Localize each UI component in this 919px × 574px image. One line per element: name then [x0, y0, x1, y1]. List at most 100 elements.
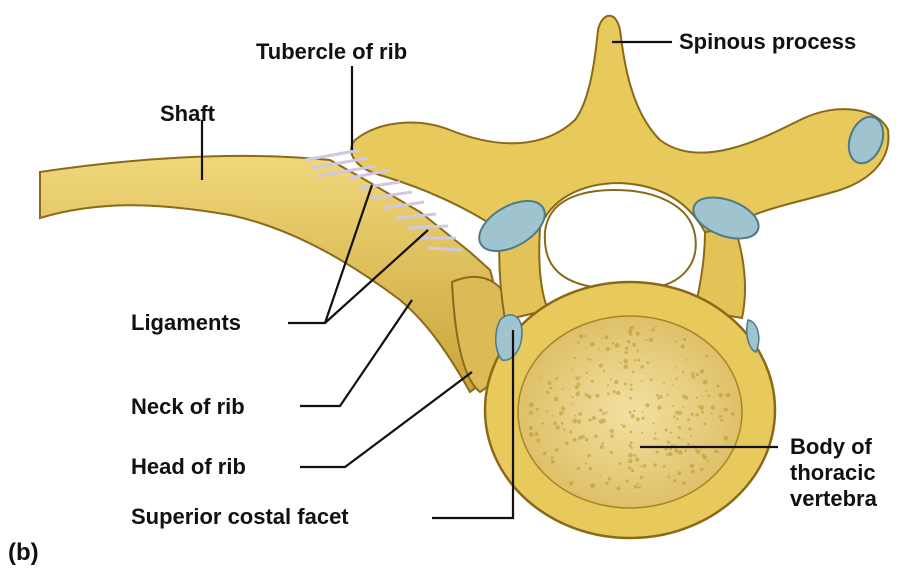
texture-speck	[642, 464, 646, 468]
texture-speck	[628, 330, 632, 334]
label-ligaments: Ligaments	[131, 311, 241, 335]
texture-speck	[731, 412, 735, 416]
texture-speck	[628, 459, 633, 464]
texture-speck	[555, 377, 558, 380]
texture-speck	[616, 391, 620, 395]
texture-speck	[725, 394, 727, 396]
label-tubercle-of-rib: Tubercle of rib	[256, 40, 407, 64]
label-body-line2: thoracic	[790, 460, 877, 486]
texture-speck	[585, 462, 587, 464]
texture-speck	[656, 451, 659, 454]
texture-speck	[641, 432, 643, 434]
texture-speck	[572, 419, 577, 424]
texture-speck	[610, 434, 614, 438]
texture-speck	[577, 341, 579, 343]
texture-speck	[677, 471, 681, 475]
texture-speck	[578, 436, 582, 440]
texture-speck	[546, 410, 548, 412]
texture-speck	[541, 422, 543, 424]
label-superior-costal-facet: Superior costal facet	[131, 505, 349, 529]
texture-speck	[707, 394, 710, 397]
texture-speck	[585, 347, 587, 349]
texture-speck	[553, 422, 557, 426]
texture-speck	[630, 441, 633, 444]
texture-speck	[529, 403, 534, 408]
label-neck-of-rib: Neck of rib	[131, 395, 245, 419]
texture-speck	[634, 359, 637, 362]
texture-speck	[585, 438, 589, 442]
texture-speck	[624, 382, 627, 385]
texture-speck	[641, 380, 643, 382]
texture-speck	[688, 428, 691, 431]
texture-speck	[696, 449, 701, 454]
texture-speck	[638, 486, 641, 489]
texture-speck	[602, 442, 605, 445]
texture-speck	[616, 486, 620, 490]
texture-speck	[682, 371, 684, 373]
texture-speck	[536, 408, 539, 411]
texture-speck	[687, 418, 690, 421]
texture-speck	[562, 388, 564, 390]
texture-speck	[675, 340, 677, 342]
texture-speck	[676, 417, 678, 419]
texture-speck	[640, 465, 642, 467]
vertebral-foramen	[545, 190, 696, 289]
texture-speck	[629, 397, 632, 400]
texture-speck	[668, 452, 673, 457]
texture-speck	[684, 449, 687, 452]
texture-speck	[569, 481, 573, 485]
texture-speck	[586, 372, 589, 375]
texture-speck	[587, 395, 591, 399]
texture-speck	[701, 395, 703, 397]
texture-speck	[572, 403, 574, 405]
label-shaft: Shaft	[160, 102, 215, 126]
texture-speck	[666, 453, 668, 455]
texture-speck	[636, 458, 639, 461]
texture-speck	[590, 483, 595, 488]
texture-speck	[691, 413, 694, 416]
texture-speck	[577, 467, 580, 470]
texture-speck	[674, 448, 678, 452]
texture-speck	[701, 411, 704, 414]
texture-speck	[637, 483, 639, 485]
texture-speck	[700, 369, 704, 373]
texture-speck	[667, 475, 670, 478]
texture-speck	[666, 394, 668, 396]
texture-speck	[535, 431, 537, 433]
texture-speck	[529, 426, 533, 430]
texture-speck	[640, 365, 644, 369]
texture-speck	[573, 438, 577, 442]
texture-speck	[703, 380, 708, 385]
texture-speck	[624, 359, 629, 364]
texture-speck	[717, 451, 719, 453]
texture-speck	[696, 397, 698, 399]
texture-speck	[588, 419, 591, 422]
texture-speck	[554, 397, 559, 402]
texture-speck	[539, 375, 541, 377]
texture-speck	[637, 359, 640, 362]
texture-speck	[690, 464, 694, 468]
texture-speck	[630, 388, 633, 391]
texture-speck	[605, 335, 609, 339]
texture-speck	[687, 443, 690, 446]
texture-speck	[645, 403, 649, 407]
texture-speck	[677, 436, 680, 439]
texture-speck	[682, 395, 686, 399]
texture-speck	[675, 378, 677, 380]
texture-speck	[574, 357, 576, 359]
leader-head	[300, 372, 472, 467]
texture-speck	[681, 439, 683, 441]
texture-speck	[653, 463, 656, 466]
texture-speck	[691, 469, 695, 473]
texture-speck	[636, 417, 640, 421]
texture-speck	[653, 422, 655, 424]
texture-speck	[649, 338, 653, 342]
texture-speck	[578, 412, 582, 416]
texture-speck	[619, 462, 622, 465]
texture-speck	[606, 347, 610, 351]
texture-speck	[561, 406, 565, 410]
texture-speck	[569, 430, 572, 433]
texture-speck	[682, 407, 684, 409]
texture-speck	[622, 425, 626, 429]
